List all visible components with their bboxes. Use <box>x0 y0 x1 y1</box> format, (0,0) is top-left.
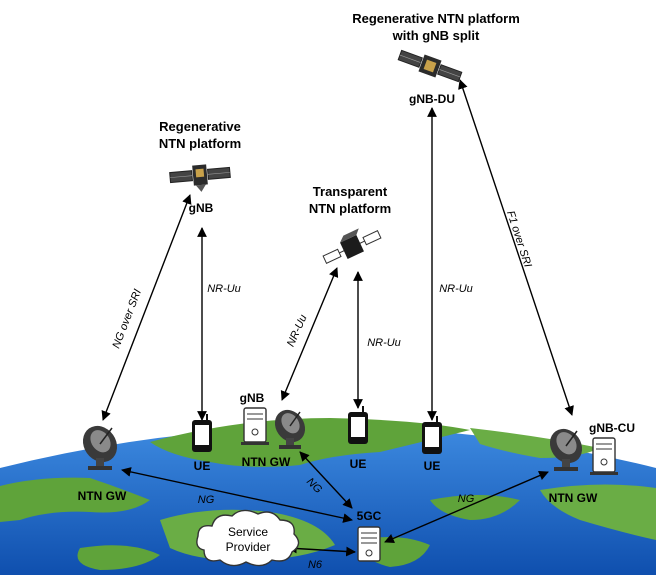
satellite-icon <box>397 49 463 83</box>
regenerative-platform-title-line2: NTN platform <box>159 136 241 151</box>
f1-over-sri-arrow <box>458 79 574 416</box>
service-provider-label-line1: Service <box>228 525 268 539</box>
ng-arrow-right <box>384 470 549 544</box>
regenerative-platform-title-line1: Regenerative <box>159 119 241 134</box>
cloud-icon <box>196 509 300 567</box>
nr-uu-label-regenerative: NR-Uu <box>207 283 241 295</box>
ng-label-right: NG <box>458 493 475 505</box>
regenerative-split-title-line2: with gNB split <box>392 28 480 43</box>
ue-label-left: UE <box>194 459 211 473</box>
gnb-onboard-label: gNB <box>189 201 214 215</box>
ue-label-middle: UE <box>350 457 367 471</box>
phone-icon <box>192 414 212 452</box>
regenerative-split-title-line1: Regenerative NTN platform <box>352 11 520 26</box>
nr-uu-label-transparent-access: NR-Uu <box>367 337 401 349</box>
ng-over-sri-label: NG over SRI <box>110 288 144 351</box>
n6-arrow <box>287 543 356 557</box>
nr-uu-arrow-transparent-feeder <box>280 267 339 401</box>
transparent-platform-title-line2: NTN platform <box>309 201 391 216</box>
ntn-gw-label-left: NTN GW <box>78 489 127 503</box>
satellite-icon <box>322 228 382 264</box>
transparent-platform-title-line1: Transparent <box>313 184 388 199</box>
ue-label-right: UE <box>424 459 441 473</box>
ng-arrow-middle <box>299 451 353 509</box>
ng-label-left: NG <box>198 494 215 506</box>
link-arrows <box>101 79 574 557</box>
core-5gc-label: 5GC <box>357 509 382 523</box>
gnb-du-label: gNB-DU <box>409 92 455 106</box>
nr-uu-label-split: NR-Uu <box>439 283 473 295</box>
ng-over-sri-arrow <box>101 194 192 421</box>
ntn-gw-label-right: NTN GW <box>549 491 598 505</box>
ntn-gw-label-middle: NTN GW <box>242 455 291 469</box>
server-icon <box>590 437 618 475</box>
ng-arrow-left <box>121 467 353 523</box>
ground-antenna-icon <box>274 409 306 449</box>
gnb-cu-label: gNB-CU <box>589 421 635 435</box>
server-icon <box>357 526 381 562</box>
server-icon <box>241 407 269 445</box>
satellite-icon <box>169 164 231 192</box>
ground-antenna-icon <box>82 425 118 470</box>
f1-over-sri-label: F1 over SRI <box>504 209 534 269</box>
ground-antenna-icon <box>549 428 583 471</box>
phone-icon <box>422 416 442 454</box>
service-provider-label-line2: Provider <box>226 540 271 554</box>
phone-icon <box>348 406 368 444</box>
n6-label: N6 <box>308 559 323 571</box>
gnb-ground-label: gNB <box>240 391 265 405</box>
